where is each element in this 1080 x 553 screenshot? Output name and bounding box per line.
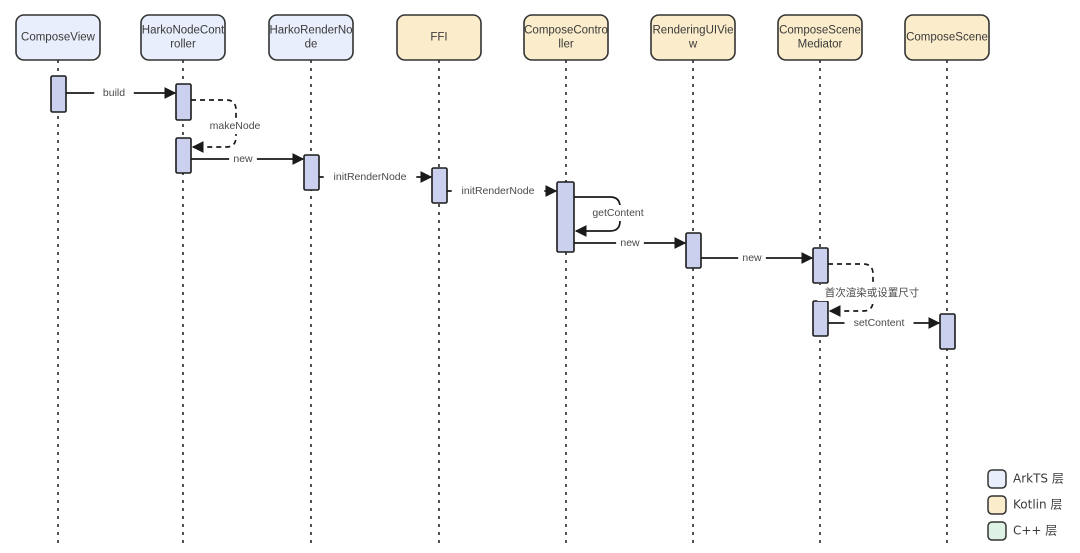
- message-label-msg-first-render: 首次渲染或设置尺寸: [825, 286, 920, 299]
- message-label-msg-makenode: makeNode: [210, 120, 261, 132]
- participant-composeview[interactable]: ComposeView: [15, 14, 101, 61]
- activation-bar-harkonodecontroller: [175, 83, 192, 121]
- message-label-backdrop: [323, 169, 417, 185]
- participant-label-harkonodecontroller: HarkoNodeCont: [142, 25, 225, 37]
- legend-kotlin-swatch: [987, 495, 1007, 515]
- participant-label-composecontroller: ComposeContro: [524, 25, 608, 37]
- activation-bar-ffi: [431, 167, 448, 204]
- activation-bar-renderinguiview: [685, 232, 702, 269]
- participant-label-composeview: ComposeView: [21, 32, 96, 44]
- message-label-backdrop: [583, 205, 653, 221]
- message-label-msg-build: build: [103, 87, 125, 99]
- message-label-msg-new-ruv: new: [620, 237, 640, 249]
- message-label-backdrop: [738, 250, 766, 266]
- participant-composecontroller[interactable]: ComposeContro ller: [523, 14, 609, 61]
- participant-composescene[interactable]: ComposeScene: [904, 14, 990, 61]
- message-label-msg-initrendernode-cc: initRenderNode: [462, 185, 535, 197]
- participant-harkorendernode[interactable]: HarkoRenderNo de: [268, 14, 354, 61]
- activation-bar-composeview: [50, 75, 67, 113]
- message-msg-initrendernode-ffi: initRenderNode: [319, 169, 433, 185]
- message-label-msg-getcontent: getContent: [592, 207, 643, 219]
- participant-label-composescenemediator: ComposeScene: [779, 25, 861, 37]
- message-label-msg-initrendernode-ffi: initRenderNode: [334, 171, 407, 183]
- message-msg-new-csm: new: [701, 250, 814, 266]
- message-label-backdrop: [206, 118, 264, 134]
- message-label-msg-setcontent: setContent: [854, 317, 905, 329]
- messages-layer: build makeNode new initRenderNode initRender…: [66, 85, 941, 331]
- participant-box-composescene: [904, 14, 990, 61]
- message-label-backdrop: [844, 315, 914, 331]
- message-label-backdrop: [616, 235, 644, 251]
- activation-bar-composescenemediator: [812, 247, 829, 284]
- participant-label-harkorendernode: de: [305, 39, 318, 51]
- activation-bar-composecontroller: [556, 181, 575, 253]
- message-msg-setcontent: setContent: [828, 315, 941, 331]
- legend-cpp-label: C++ 层: [1013, 524, 1057, 538]
- message-msg-getcontent: getContent: [574, 196, 653, 237]
- activation-bar-harkonodecontroller: [175, 137, 192, 174]
- participant-label-harkorendernode: HarkoRenderNo: [269, 25, 352, 37]
- message-label-backdrop: [229, 151, 257, 167]
- participant-box-harkorendernode: [268, 14, 354, 61]
- legend-arkts-swatch: [987, 469, 1007, 489]
- participant-box-composescenemediator: [777, 14, 863, 61]
- activation-bar-harkorendernode: [303, 154, 320, 191]
- participant-box-composeview: [15, 14, 101, 61]
- participant-box-renderinguiview: [650, 14, 736, 61]
- message-label-backdrop: [94, 85, 134, 101]
- message-msg-first-render: 首次渲染或设置尺寸: [817, 263, 927, 317]
- legend-cpp: C++ 层: [987, 521, 1057, 541]
- participant-harkonodecontroller[interactable]: HarkoNodeCont roller: [140, 14, 226, 61]
- legend-cpp-swatch: [987, 521, 1007, 541]
- activation-bar-composescenemediator: [812, 300, 829, 337]
- activation-bar-composescene: [939, 313, 956, 350]
- message-msg-new-hrn: new: [191, 151, 305, 167]
- participant-label-ffi: FFI: [430, 32, 447, 44]
- participant-label-harkonodecontroller: roller: [170, 39, 196, 51]
- participant-ffi[interactable]: FFI: [396, 14, 482, 61]
- participant-box-composecontroller: [523, 14, 609, 61]
- participant-label-composescene: ComposeScene: [906, 32, 988, 44]
- legend-arkts: ArkTS 层: [987, 469, 1064, 489]
- message-label-msg-new-csm: new: [742, 252, 762, 264]
- legend-kotlin-label: Kotlin 层: [1013, 498, 1062, 512]
- participant-box-harkonodecontroller: [140, 14, 226, 61]
- message-label-backdrop: [451, 183, 545, 199]
- message-msg-build: build: [66, 85, 177, 101]
- legend-arkts-label: ArkTS 层: [1013, 472, 1064, 486]
- participant-renderinguiview[interactable]: RenderingUIVie w: [650, 14, 736, 61]
- participant-label-composecontroller: ller: [558, 39, 574, 51]
- legend-layer: ArkTS 层 Kotlin 层 C++ 层: [987, 469, 1064, 541]
- legend-kotlin: Kotlin 层: [987, 495, 1062, 515]
- message-msg-initrendernode-cc: initRenderNode: [447, 183, 558, 199]
- message-msg-new-ruv: new: [574, 235, 687, 251]
- message-label-backdrop: [817, 285, 927, 301]
- participant-label-renderinguiview: RenderingUIVie: [653, 25, 734, 37]
- participants-layer: ComposeView HarkoNodeCont roller HarkoRende…: [15, 14, 990, 61]
- participant-label-composescenemediator: Mediator: [798, 39, 843, 51]
- message-msg-makenode: makeNode: [191, 99, 264, 153]
- message-label-msg-new-hrn: new: [233, 153, 253, 165]
- activations-layer: [50, 75, 956, 350]
- participant-label-renderinguiview: w: [688, 39, 698, 51]
- participant-box-ffi: [396, 14, 482, 61]
